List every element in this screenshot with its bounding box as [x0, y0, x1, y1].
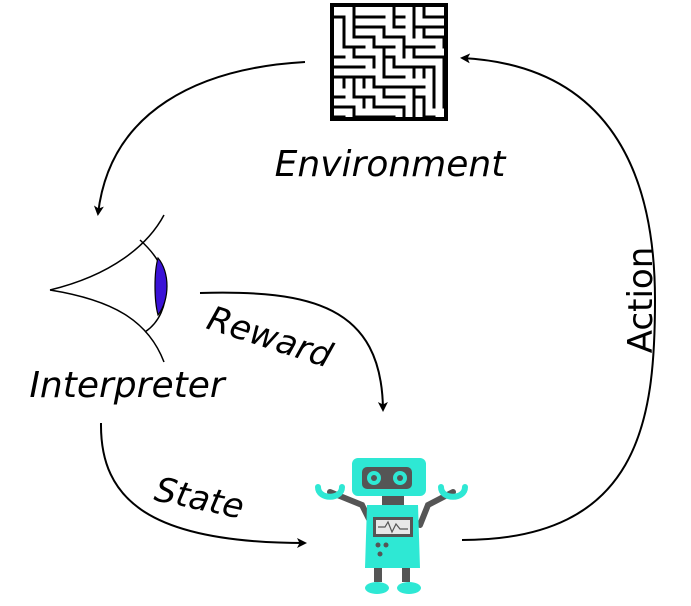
arrow-state — [99, 422, 307, 548]
arrow-action — [460, 53, 657, 541]
eye-icon — [49, 214, 168, 363]
interpreter-label: Interpreter — [29, 365, 227, 406]
action-label: Action — [621, 247, 661, 353]
arrow-environment-to-interpreter — [93, 61, 306, 216]
arrow-reward — [199, 291, 388, 412]
eye-iris — [154, 256, 168, 317]
robot-icon — [315, 458, 468, 594]
state-label: State — [151, 470, 247, 528]
maze-icon — [330, 3, 448, 121]
environment-label: Environment — [275, 144, 508, 185]
